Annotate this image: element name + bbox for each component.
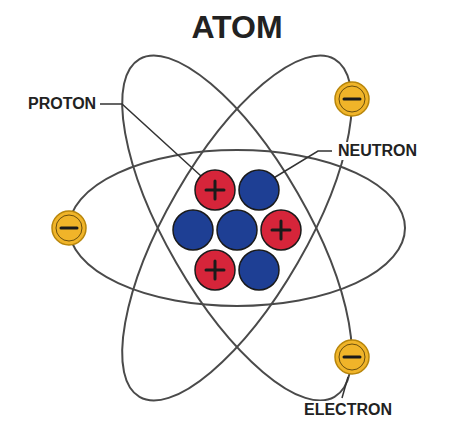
orbit	[69, 150, 405, 306]
electron	[56, 215, 82, 241]
electron	[339, 86, 365, 112]
part-label: ELECTRON	[302, 401, 394, 419]
proton	[195, 250, 235, 290]
minus-sign	[344, 98, 360, 101]
electron	[52, 211, 86, 245]
neutron	[239, 250, 279, 290]
neutron	[173, 210, 213, 250]
plus-sign	[206, 181, 224, 199]
neutron	[239, 170, 279, 210]
leader-line	[272, 151, 332, 179]
neutron	[217, 210, 257, 250]
minus-sign	[61, 227, 77, 230]
electron	[335, 82, 369, 116]
plus-sign	[272, 221, 290, 239]
plus-sign	[206, 261, 224, 279]
electron	[335, 340, 369, 374]
minus-sign	[344, 356, 360, 359]
diagram-title: ATOM	[191, 8, 282, 46]
orbit	[79, 24, 395, 430]
part-label: NEUTRON	[336, 142, 419, 160]
proton	[195, 170, 235, 210]
proton	[261, 210, 301, 250]
part-label: PROTON	[26, 95, 98, 113]
leader-line	[100, 104, 201, 176]
orbit	[79, 24, 395, 430]
electron	[339, 344, 365, 370]
leader-line	[342, 377, 348, 398]
